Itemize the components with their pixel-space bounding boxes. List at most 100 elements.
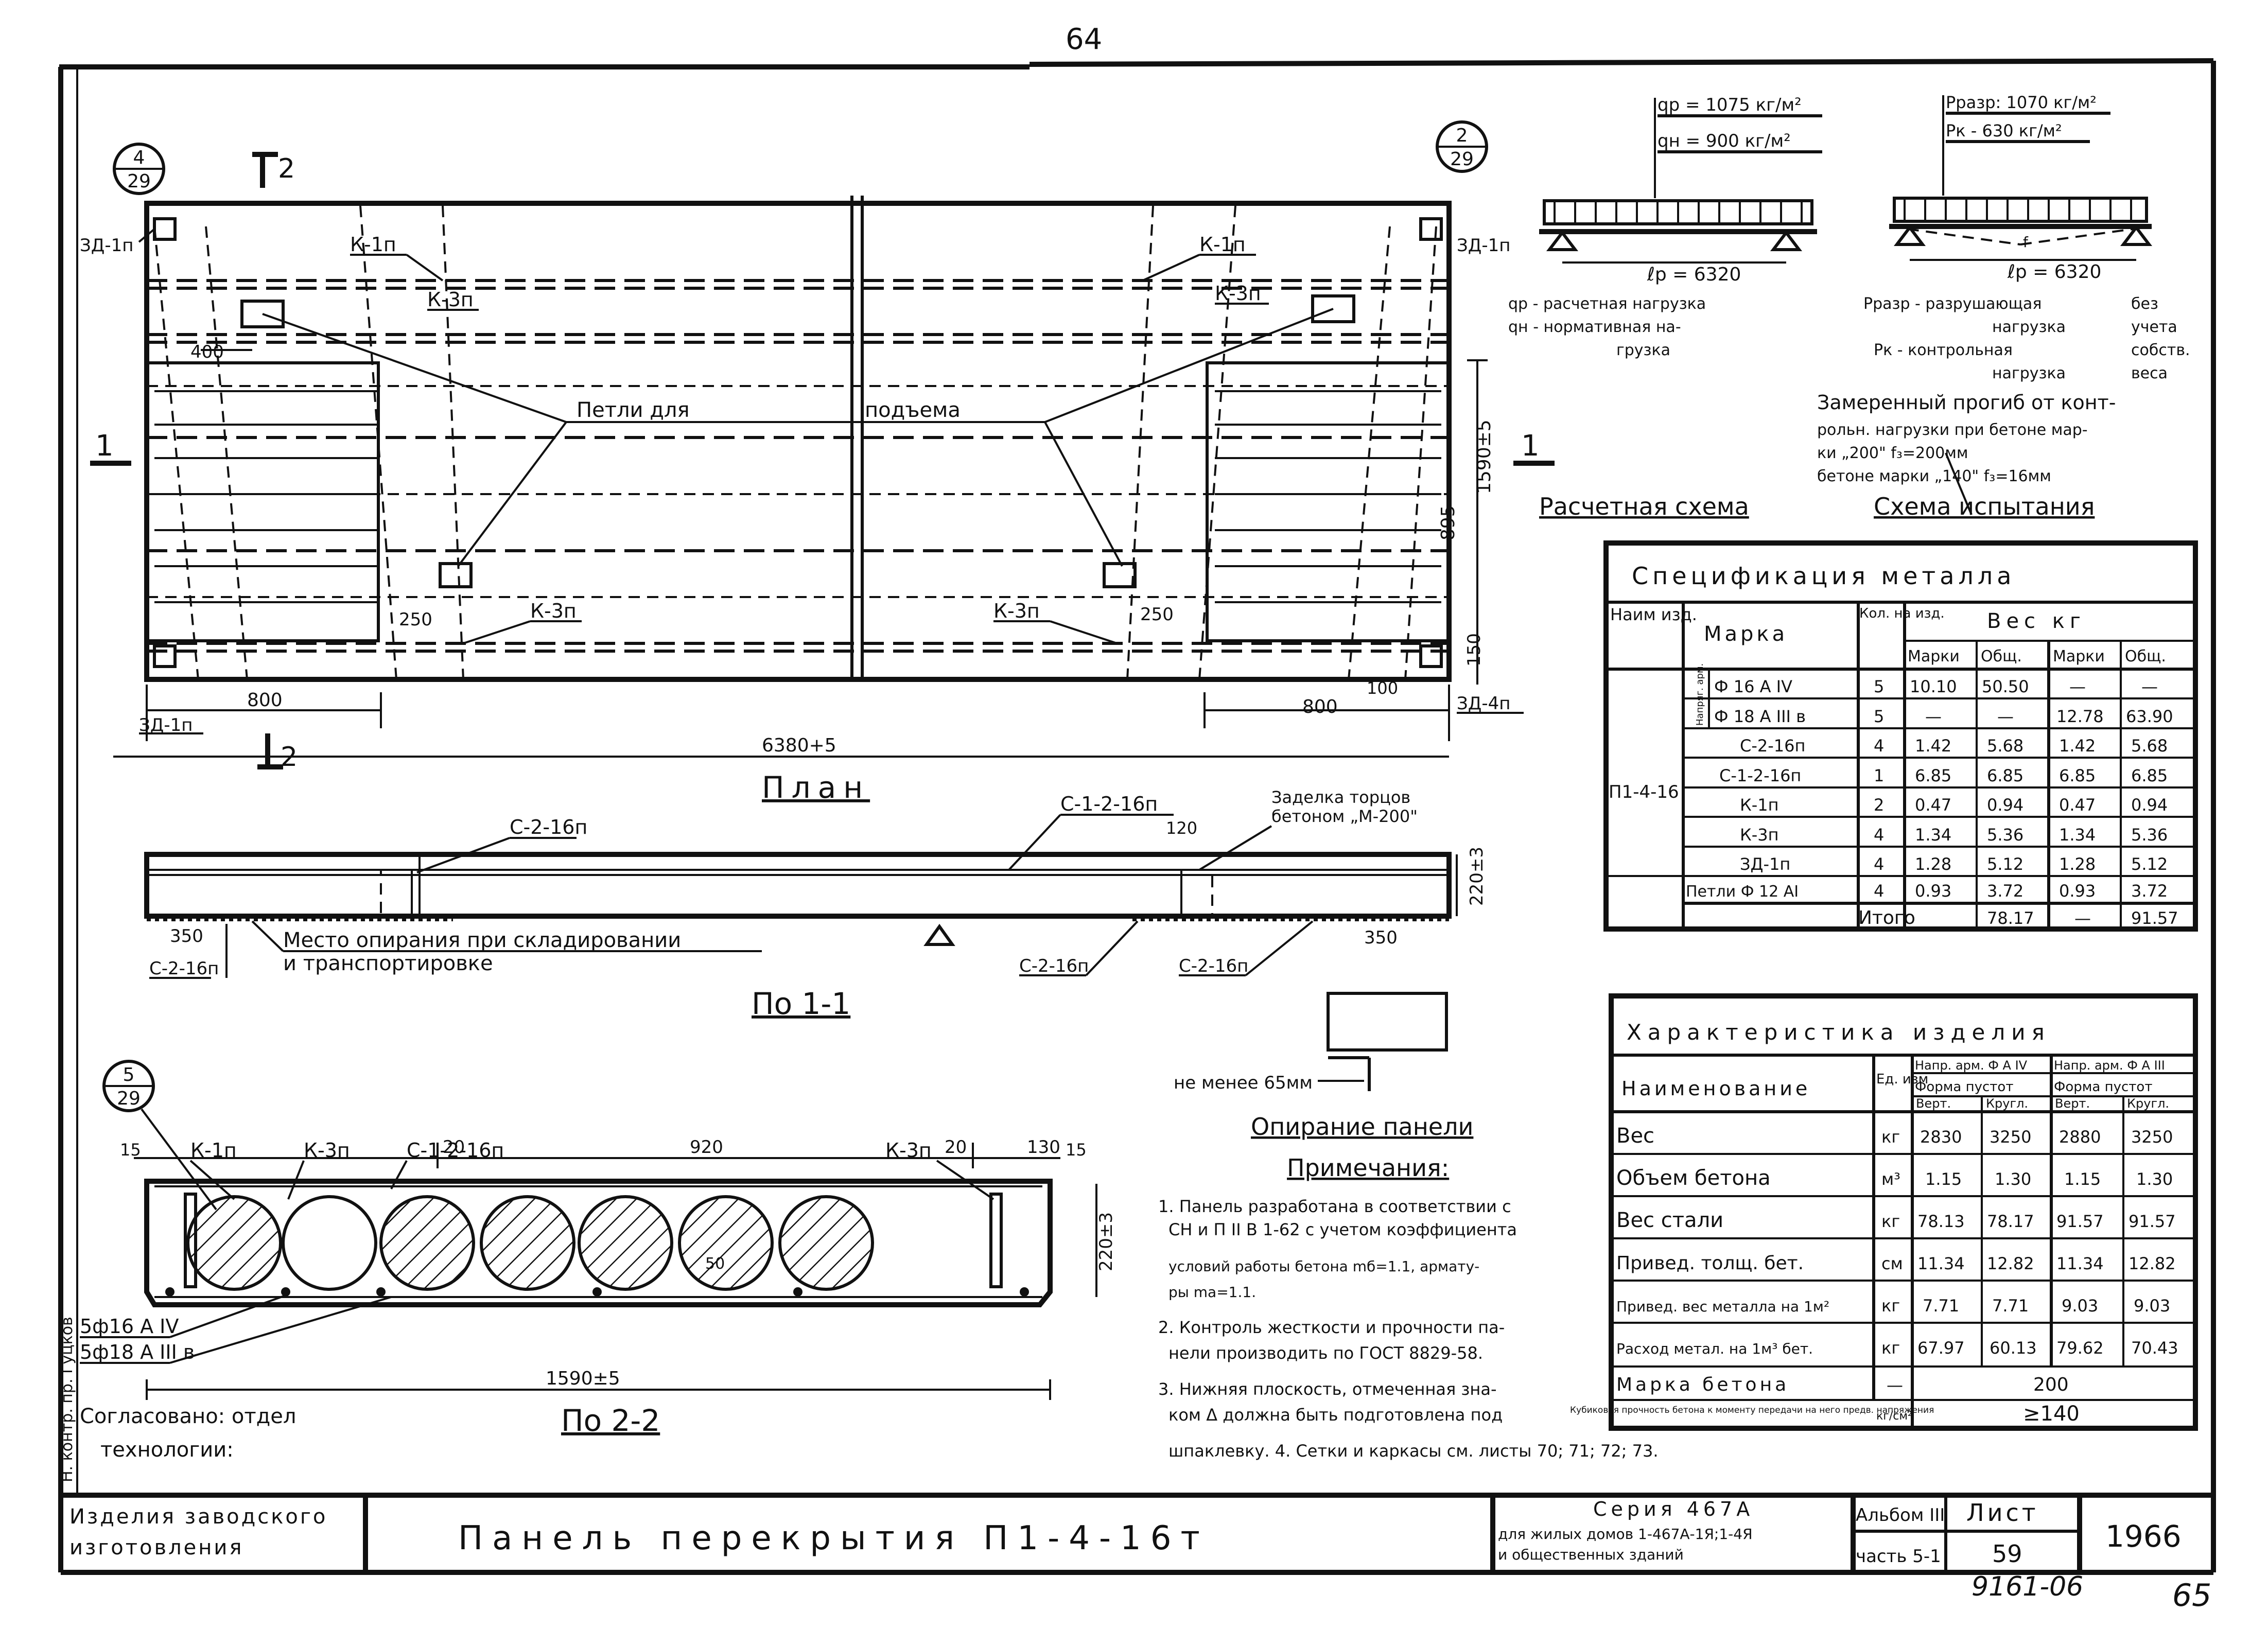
svg-text:Напр. арм. Ф А IV: Напр. арм. Ф А IV bbox=[1915, 1058, 2028, 1073]
svg-text:63.90: 63.90 bbox=[2126, 707, 2173, 726]
svg-text:800: 800 bbox=[1302, 696, 1338, 717]
svg-text:1.30: 1.30 bbox=[2136, 1169, 2173, 1189]
svg-text:изготовления: изготовления bbox=[69, 1536, 244, 1560]
svg-text:кг: кг bbox=[1881, 1212, 1900, 1231]
title-block: Изделия заводского изготовления Панель п… bbox=[69, 1495, 2182, 1572]
plan-dimensions: 800 800 6380+5 400 250 250 100 1590±5 89… bbox=[113, 342, 1495, 758]
svg-text:К-3п: К-3п bbox=[885, 1139, 932, 1162]
svg-text:Примечания:: Примечания: bbox=[1287, 1154, 1449, 1182]
svg-text:Вес: Вес bbox=[1616, 1124, 1654, 1148]
section-1-1: 220±3 С-2-16п С-1-2-16п Заделка торцов б… bbox=[144, 787, 1487, 979]
svg-text:Верт.: Верт. bbox=[2055, 1096, 2090, 1111]
svg-text:часть 5-1: часть 5-1 bbox=[1856, 1546, 1941, 1567]
svg-text:Привед. вес металла на 1м²: Привед. вес металла на 1м² bbox=[1616, 1298, 1829, 1315]
section-2-2: 20 920 20 130 15 15 К-1п К-3п С-1-2-16п … bbox=[80, 1137, 1116, 1400]
svg-text:1.42: 1.42 bbox=[2059, 736, 2096, 756]
svg-text:Марки: Марки bbox=[1908, 647, 1960, 665]
svg-text:Альбом III: Альбом III bbox=[1856, 1505, 1945, 1526]
svg-text:15: 15 bbox=[1066, 1140, 1087, 1160]
svg-text:Форма пустот: Форма пустот bbox=[2054, 1079, 2152, 1095]
svg-text:нагрузка: нагрузка bbox=[1992, 318, 2066, 336]
svg-text:подъема: подъема bbox=[865, 398, 961, 422]
svg-text:895: 895 bbox=[1438, 505, 1459, 540]
svg-text:1.15: 1.15 bbox=[1925, 1169, 1962, 1189]
sheet-frame bbox=[58, 58, 2216, 1575]
svg-text:1966: 1966 bbox=[2105, 1519, 2182, 1554]
svg-text:91.57: 91.57 bbox=[2056, 1212, 2104, 1231]
calc-scheme-title: Расчетная схема bbox=[1539, 493, 1749, 520]
svg-text:12.82: 12.82 bbox=[2129, 1254, 2176, 1273]
svg-text:Рразр: 1070 кг/м²: Рразр: 1070 кг/м² bbox=[1946, 93, 2097, 112]
svg-text:Петли для: Петли для bbox=[577, 398, 690, 422]
svg-text:Лист: Лист bbox=[1966, 1499, 2039, 1527]
svg-text:С-2-16п: С-2-16п bbox=[149, 958, 219, 979]
svg-text:кг: кг bbox=[1881, 1296, 1900, 1316]
svg-text:5.36: 5.36 bbox=[2131, 825, 2168, 845]
svg-text:Ф 16 А IV: Ф 16 А IV bbox=[1714, 677, 1792, 696]
svg-text:100: 100 bbox=[1367, 678, 1398, 698]
svg-text:СН и П II В 1-62 с учетом коэф: СН и П II В 1-62 с учетом коэффициента bbox=[1168, 1220, 1517, 1239]
svg-text:Марка бетона: Марка бетона bbox=[1616, 1374, 1789, 1395]
svg-text:Кубиковая прочность бетона к м: Кубиковая прочность бетона к моменту пер… bbox=[1570, 1405, 1934, 1415]
svg-text:5: 5 bbox=[123, 1064, 135, 1085]
section-mark-top: 2 bbox=[278, 153, 295, 184]
svg-text:78.13: 78.13 bbox=[1917, 1212, 1965, 1231]
section-mark-left: 1 bbox=[95, 429, 114, 463]
svg-text:1590±5: 1590±5 bbox=[546, 1368, 620, 1389]
svg-text:Рк - контрольная: Рк - контрольная bbox=[1874, 341, 2013, 359]
svg-text:Марки: Марки bbox=[2053, 647, 2105, 665]
svg-text:5ф18 А III в: 5ф18 А III в bbox=[80, 1341, 195, 1363]
svg-text:Кругл.: Кругл. bbox=[1986, 1096, 2028, 1111]
svg-text:60.13: 60.13 bbox=[1990, 1338, 2037, 1358]
svg-text:Марка: Марка bbox=[1704, 622, 1788, 646]
svg-text:ЗД-1п: ЗД-1п bbox=[139, 715, 193, 735]
svg-text:кг/см²: кг/см² bbox=[1876, 1410, 1912, 1423]
svg-text:920: 920 bbox=[690, 1137, 723, 1158]
svg-text:1.30: 1.30 bbox=[1995, 1169, 2031, 1189]
svg-text:11.34: 11.34 bbox=[2056, 1254, 2104, 1273]
svg-text:3. Нижняя плоскость, отмеченна: 3. Нижняя плоскость, отмеченная зна- bbox=[1158, 1379, 1496, 1399]
svg-text:—: — bbox=[2069, 677, 2086, 696]
plan-view bbox=[144, 196, 1452, 682]
svg-text:Объем бетона: Объем бетона bbox=[1616, 1166, 1771, 1190]
support-detail: не менее 65мм Опирание панели bbox=[1174, 992, 1473, 1141]
svg-text:С-1-2-16п: С-1-2-16п bbox=[1060, 793, 1158, 815]
svg-text:1.28: 1.28 bbox=[1915, 854, 1951, 874]
svg-text:20: 20 bbox=[443, 1137, 465, 1158]
svg-text:Петли Ф 12 АI: Петли Ф 12 АI bbox=[1686, 883, 1799, 901]
section-1-1-title: По 1-1 bbox=[752, 986, 850, 1021]
svg-text:2830: 2830 bbox=[1920, 1127, 1962, 1147]
svg-text:0.47: 0.47 bbox=[1915, 795, 1951, 815]
svg-text:350: 350 bbox=[1364, 927, 1398, 948]
svg-text:5ф16 А IV: 5ф16 А IV bbox=[80, 1315, 179, 1338]
svg-text:Изделия заводского: Изделия заводского bbox=[69, 1505, 327, 1529]
svg-text:С-1-2-16п: С-1-2-16п bbox=[407, 1139, 504, 1162]
svg-text:К-3п: К-3п bbox=[1215, 282, 1261, 305]
svg-text:не менее 65мм: не менее 65мм bbox=[1174, 1073, 1313, 1093]
svg-text:ки „200" f₃=200мм: ки „200" f₃=200мм bbox=[1817, 444, 1968, 462]
calc-scheme: qр = 1075 кг/м² qн = 900 кг/м² ℓр = 6320… bbox=[1508, 95, 1822, 520]
characteristics-table: Характеристика изделия Наименование Ед. … bbox=[1570, 993, 2198, 1431]
svg-text:4: 4 bbox=[133, 147, 145, 168]
svg-text:130: 130 bbox=[1027, 1137, 1060, 1158]
svg-text:Рразр - разрушающая: Рразр - разрушающая bbox=[1863, 295, 2042, 313]
svg-text:7.71: 7.71 bbox=[1992, 1296, 2029, 1316]
svg-text:К-3п: К-3п bbox=[1740, 825, 1779, 845]
svg-text:Общ.: Общ. bbox=[1981, 647, 2022, 665]
svg-text:К-3п: К-3п bbox=[304, 1139, 350, 1162]
svg-text:qр - расчетная нагрузка: qр - расчетная нагрузка bbox=[1508, 295, 1706, 313]
svg-text:ℓр = 6320: ℓр = 6320 bbox=[2007, 261, 2101, 283]
svg-text:—: — bbox=[1997, 707, 2014, 726]
svg-text:3250: 3250 bbox=[1990, 1127, 2031, 1147]
svg-text:29: 29 bbox=[127, 171, 151, 192]
svg-text:4: 4 bbox=[1874, 825, 1884, 845]
svg-text:12.82: 12.82 bbox=[1987, 1254, 2034, 1273]
side-stamp: Н. контр. пр. Гуцков bbox=[58, 1317, 76, 1482]
svg-text:Заделка торцов: Заделка торцов bbox=[1271, 787, 1410, 807]
svg-text:ком Δ должна быть подготовлена: ком Δ должна быть подготовлена под bbox=[1168, 1405, 1503, 1425]
svg-text:9.03: 9.03 bbox=[2062, 1296, 2098, 1316]
svg-text:Форма пустот: Форма пустот bbox=[1915, 1079, 2013, 1095]
svg-text:0.93: 0.93 bbox=[1915, 881, 1951, 901]
svg-text:15: 15 bbox=[120, 1140, 141, 1160]
